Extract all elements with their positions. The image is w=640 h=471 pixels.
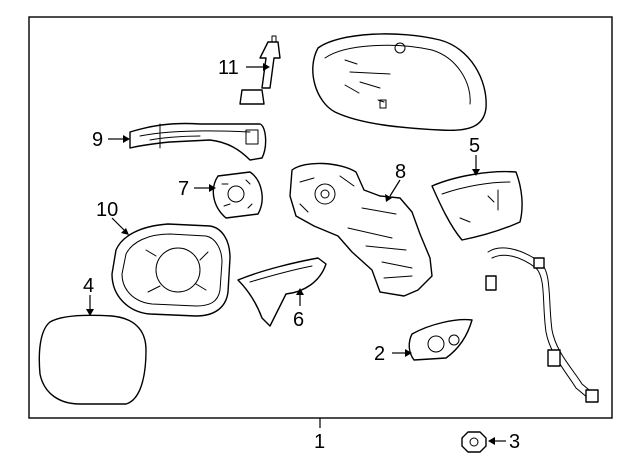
callout-10: 10 <box>96 199 118 221</box>
part-2-puddle-lamp <box>408 318 473 361</box>
callout-11: 11 <box>218 57 239 79</box>
callout-5: 5 <box>469 135 480 157</box>
part-3-nut <box>461 431 487 453</box>
leader-lines <box>86 63 506 445</box>
part-4-mirror-glass <box>38 314 147 405</box>
part-8-bracket <box>289 162 433 297</box>
callout-8: 8 <box>395 161 406 183</box>
part-wire-harness <box>485 247 599 403</box>
part-9-turn-signal <box>129 122 267 161</box>
part-7-motor <box>212 171 263 219</box>
callout-7: 7 <box>178 178 189 200</box>
part-10-glass-holder <box>111 223 231 317</box>
part-5-lower-cover <box>431 170 523 241</box>
callout-4: 4 <box>83 275 94 297</box>
callout-2: 2 <box>374 343 385 365</box>
callout-6: 6 <box>293 309 304 331</box>
part-mirror-cover <box>312 33 487 132</box>
callout-9: 9 <box>92 129 103 151</box>
callout-3: 3 <box>509 431 520 453</box>
part-6-bracket-cover <box>237 257 327 327</box>
callout-1: 1 <box>314 431 325 453</box>
part-11-connector <box>239 35 281 105</box>
